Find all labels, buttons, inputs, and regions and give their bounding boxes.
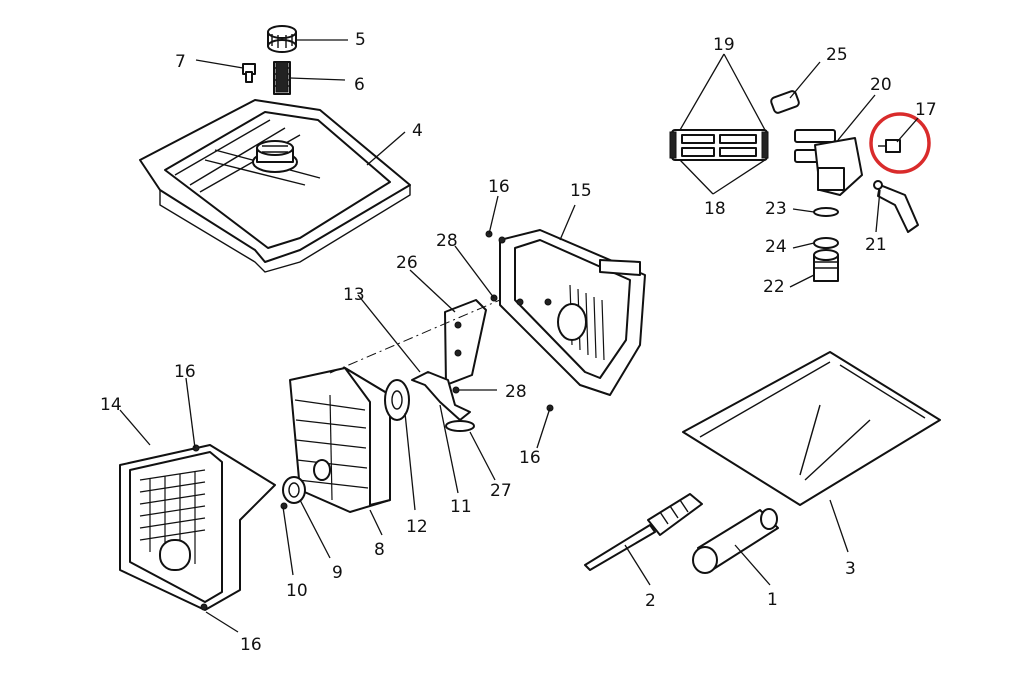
fuel-tank [139, 99, 411, 273]
callout-10: 10 [286, 581, 308, 601]
muffler-protector [498, 229, 646, 396]
fuel-strainer [273, 61, 291, 95]
callout-24: 24 [765, 237, 787, 257]
muffler-bracket [444, 299, 487, 386]
callout-20: 20 [870, 75, 892, 95]
highlight-circle [869, 112, 931, 174]
callout-12: 12 [406, 517, 428, 537]
tank-cap [267, 25, 297, 53]
callout-2: 2 [645, 591, 656, 611]
callout-28-mid: 28 [505, 382, 527, 402]
leader-lines [119, 39, 919, 633]
callout-15: 15 [570, 181, 592, 201]
callout-19: 19 [713, 35, 735, 55]
callout-28-top: 28 [436, 231, 458, 251]
screwdriver [584, 493, 703, 571]
muffler [289, 367, 391, 513]
fuel-cock-assembly [669, 90, 919, 282]
muffler-tail-parts [280, 476, 306, 510]
callout-7: 7 [175, 52, 186, 72]
callout-22: 22 [763, 277, 785, 297]
muffler-cover [119, 444, 276, 611]
callout-1: 1 [767, 590, 778, 610]
callout-17: 17 [915, 100, 937, 120]
callout-13: 13 [343, 285, 365, 305]
muffler-gaskets [384, 371, 475, 432]
callout-9: 9 [332, 563, 343, 583]
tool-bag [682, 351, 941, 506]
callout-11: 11 [450, 497, 472, 517]
callout-23: 23 [765, 199, 787, 219]
callout-25: 25 [826, 45, 848, 65]
callout-3: 3 [845, 559, 856, 579]
callout-27: 27 [490, 481, 512, 501]
callout-5: 5 [355, 30, 366, 50]
callout-16-bottom: 16 [240, 635, 262, 655]
tank-bolt [242, 63, 256, 83]
callout-16-top: 16 [488, 177, 510, 197]
callout-16-left: 16 [174, 362, 196, 382]
callout-4: 4 [412, 121, 423, 141]
callout-6: 6 [354, 75, 365, 95]
callout-labels: 1 2 3 4 5 6 7 8 9 10 11 12 13 14 15 16 1… [100, 30, 937, 655]
callout-8: 8 [374, 540, 385, 560]
callout-21: 21 [865, 235, 887, 255]
callout-18: 18 [704, 199, 726, 219]
callout-26: 26 [396, 253, 418, 273]
callout-16-mid: 16 [519, 448, 541, 468]
spark-plug-wrench [692, 508, 779, 574]
callout-14: 14 [100, 395, 122, 415]
